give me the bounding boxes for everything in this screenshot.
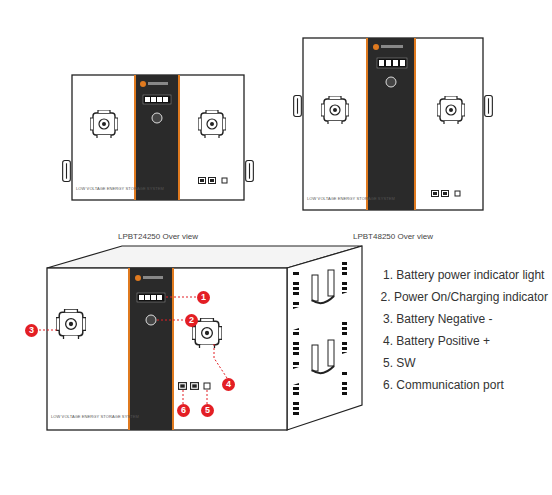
callout-number: 2 bbox=[185, 314, 198, 327]
callout-number: 1 bbox=[197, 291, 210, 304]
model-caption: LPBT48250 Over view bbox=[353, 232, 433, 241]
callout-number: 4 bbox=[222, 378, 235, 391]
panel-text: LOW VOLTAGE ENERGY STORAGE SYSTEM bbox=[51, 414, 139, 419]
model-caption: LPBT24250 Over view bbox=[118, 232, 198, 241]
legend-item: 4. Battery Positive + bbox=[383, 334, 490, 348]
callout-number: 6 bbox=[177, 404, 190, 417]
callout-number: 5 bbox=[201, 404, 214, 417]
legend-item: 3. Battery Negative - bbox=[383, 312, 492, 326]
legend-item: 6. Communication port bbox=[383, 378, 504, 392]
legend-item: 1. Battery power indicator light bbox=[383, 268, 544, 282]
legend-item: 5. SW bbox=[383, 356, 416, 370]
panel-text: LOW VOLTAGE ENERGY STORAGE SYSTEM bbox=[307, 196, 395, 201]
callout-number: 3 bbox=[25, 324, 38, 337]
panel-text: LOW VOLTAGE ENERGY STORAGE SYSTEM bbox=[76, 186, 164, 191]
legend-item: 2. Power On/Charging indicator bbox=[381, 290, 548, 304]
